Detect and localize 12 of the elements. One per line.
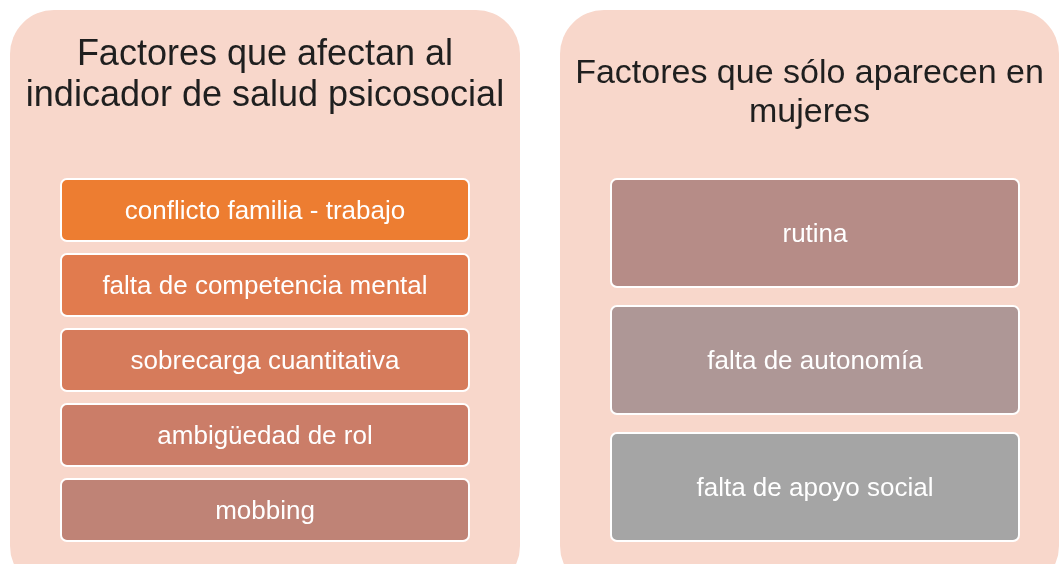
- factor-box: rutina: [610, 178, 1020, 288]
- factor-box: falta de competencia mental: [60, 253, 470, 317]
- factor-box: sobrecarga cuantitativa: [60, 328, 470, 392]
- factor-box: falta de apoyo social: [610, 432, 1020, 542]
- factor-box: ambigüedad de rol: [60, 403, 470, 467]
- factor-box: conflicto familia - trabajo: [60, 178, 470, 242]
- panel-heading: Factores que sólo aparecen en mujeres: [574, 52, 1045, 131]
- group-panel: [10, 10, 520, 564]
- factor-box: falta de autonomía: [610, 305, 1020, 415]
- factor-box: mobbing: [60, 478, 470, 542]
- panel-heading: Factores que afectan al indicador de salud psicosocial: [24, 32, 506, 115]
- group-panel: [560, 10, 1059, 564]
